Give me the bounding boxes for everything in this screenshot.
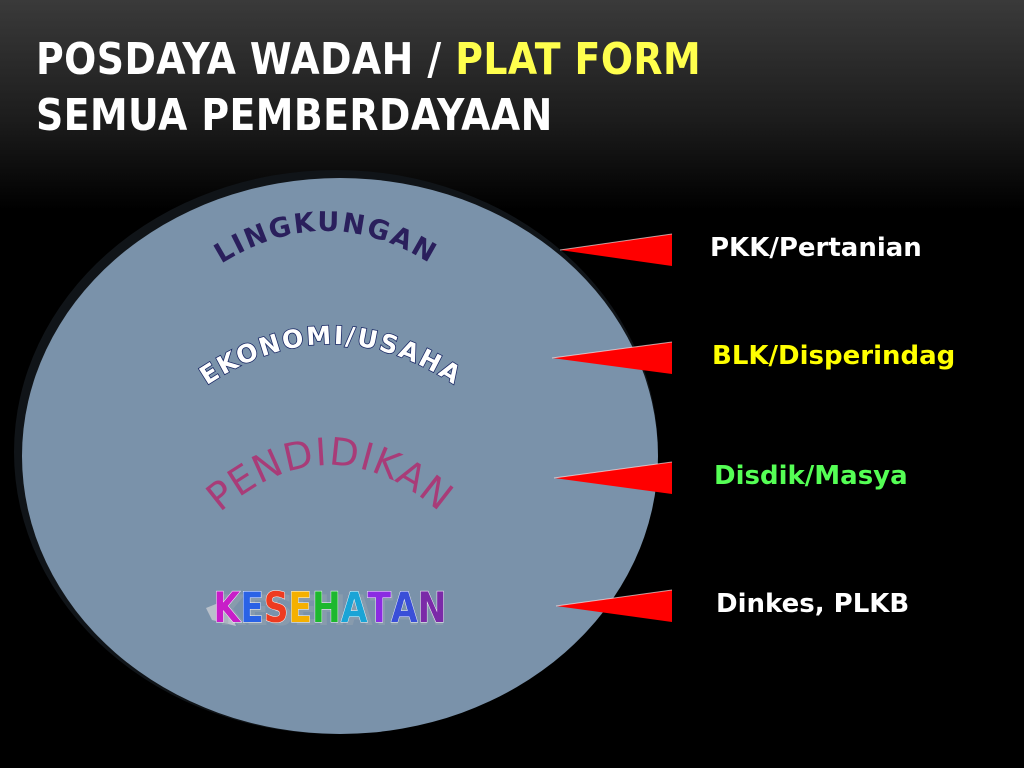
agency-label: PKK/Pertanian	[710, 233, 922, 263]
kesehatan-letter: E	[240, 584, 264, 633]
kesehatan-shadow: KESEHATAN	[219, 587, 447, 636]
sector-kesehatan: KESEHATAN KESEHATAN	[206, 583, 447, 636]
pointer-arrow	[554, 462, 672, 494]
kesehatan-letter: K	[214, 584, 242, 633]
agency-label: Disdik/Masya	[714, 461, 908, 491]
kesehatan-letter: S	[264, 584, 289, 633]
pointer-arrow	[552, 342, 672, 374]
arrow-highlight	[551, 341, 673, 359]
arrow-highlight	[555, 589, 673, 607]
arrow-highlight	[553, 461, 673, 479]
title-line1-white: POSDAYA WADAH /	[36, 34, 456, 85]
kesehatan-shadow-shape	[206, 600, 236, 626]
arrow-group	[551, 233, 673, 622]
slide-title: POSDAYA WADAH / PLAT FORM SEMUA PEMBERDA…	[36, 32, 701, 144]
kesehatan-letter: A	[341, 584, 368, 633]
kesehatan-letter: N	[418, 584, 447, 633]
arrow-highlight	[559, 233, 673, 251]
pointer-arrow	[560, 234, 672, 266]
agency-label: Dinkes, PLKB	[716, 589, 910, 619]
kesehatan-label: KESEHATAN	[214, 584, 447, 633]
title-line1-yellow: PLAT FORM	[455, 34, 702, 85]
kesehatan-letter: T	[368, 584, 391, 633]
kesehatan-letter: E	[289, 584, 313, 633]
title-line2: SEMUA PEMBERDAYAAN	[36, 90, 553, 141]
platform-circle	[22, 178, 658, 734]
kesehatan-letter: A	[391, 584, 418, 633]
pointer-arrow	[556, 590, 672, 622]
agency-label: BLK/Disperindag	[712, 341, 956, 371]
kesehatan-letter: H	[312, 584, 341, 633]
